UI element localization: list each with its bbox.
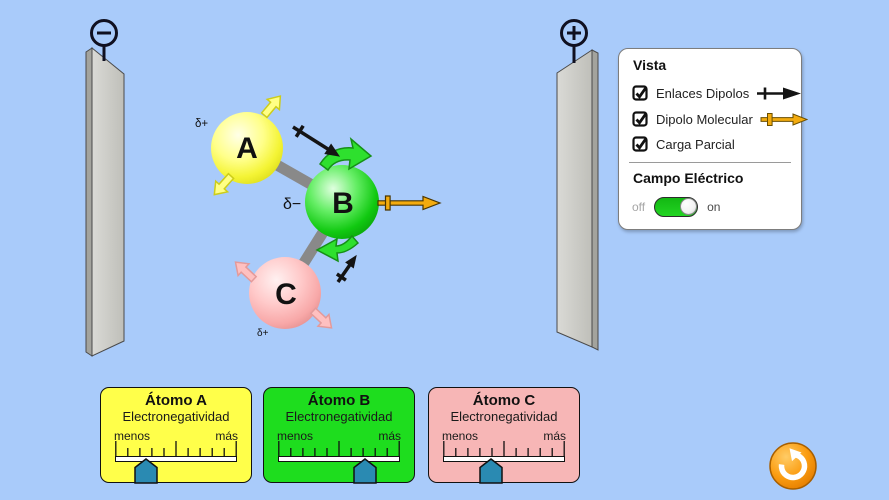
minus-icon [90,19,118,47]
slider-track[interactable] [443,456,565,462]
partial-charge-b: δ− [283,196,301,213]
panel-divider [629,162,791,163]
min-label: menos [442,429,479,443]
checkbox-label-bond-dipoles: Enlaces Dipolos [656,85,750,101]
slider-ticks [443,441,565,456]
electric-field-toggle[interactable] [654,197,699,217]
atom-c-panel: Átomo C Electronegatividad menos más [428,387,580,484]
atom-c-panel-title: Átomo C [472,392,536,409]
slider-ticks [278,441,400,456]
reset-arrow-icon [778,448,808,481]
toggle-knob[interactable] [680,198,698,215]
atom-c-label: C [275,278,297,311]
bond-dipole-arrow-icon [757,87,802,99]
max-label: más [543,429,566,443]
slider-thumb-a[interactable] [133,458,158,484]
slider-track[interactable] [115,456,237,462]
checked-checkbox-icon[interactable] [632,110,649,128]
checkbox-label-partial-charges: Carga Parcial [656,136,735,152]
view-panel-title: Vista [633,57,667,73]
slider-track[interactable] [278,456,400,462]
electronegativity-slider-b[interactable] [278,441,400,484]
plus-icon [560,19,588,47]
atom-a-panel: Átomo A Electronegatividad menos más [100,387,252,484]
bond-dipole-cb-icon [335,254,357,283]
checked-checkbox-icon[interactable] [632,135,649,153]
atom-a-panel-title: Átomo A [145,392,207,409]
min-label: menos [277,429,314,443]
slider-ticks [115,441,237,456]
electric-field-title: Campo Eléctrico [633,170,744,186]
bond-angle-hint-arrow-bottom-icon [315,234,360,263]
checkbox-label-molecular-dipole: Dipolo Molecular [656,111,753,127]
max-label: más [378,429,401,443]
electric-field-toggle-row: off on [632,197,720,217]
electronegativity-slider-a[interactable] [115,441,237,484]
atom-a[interactable]: A [211,112,283,184]
view-panel: Vista Enlaces Dipolos Dipolo Molecular [618,48,808,230]
slider-thumb-c[interactable] [478,458,503,484]
partial-charge-c: δ+ [257,328,269,339]
negative-plate [85,19,125,357]
molecular-dipole-arrow-icon [760,112,808,126]
toggle-off-label: off [632,200,646,214]
electronegativity-label: Electronegatividad [450,409,558,424]
bond-dipole-ab-icon [292,124,341,157]
partial-charge-a: δ+ [195,118,208,130]
electronegativity-slider-c[interactable] [443,441,565,484]
reset-button[interactable] [769,442,817,490]
positive-plate [556,19,599,351]
slider-thumb-b[interactable] [352,458,377,484]
min-label: menos [114,429,151,443]
molecular-dipole-icon [377,195,442,211]
checkbox-row-molecular-dipole[interactable]: Dipolo Molecular [632,109,808,129]
checked-checkbox-icon[interactable] [632,84,649,102]
electronegativity-label: Electronegatividad [122,409,230,424]
atom-b-panel: Átomo B Electronegatividad menos más [263,387,415,484]
atom-b-label: B [332,187,354,220]
max-label: más [215,429,238,443]
atom-b-panel-title: Átomo B [307,392,371,409]
atom-a-label: A [236,132,258,165]
molecule[interactable]: A B C δ+ δ− δ+ [195,112,379,339]
toggle-on-label: on [707,200,721,214]
electronegativity-label: Electronegatividad [285,409,393,424]
checkbox-row-bond-dipoles[interactable]: Enlaces Dipolos [632,83,802,103]
checkbox-row-partial-charges[interactable]: Carga Parcial [632,134,735,154]
atom-c[interactable]: C [249,257,321,329]
atom-b[interactable]: B [305,165,379,239]
